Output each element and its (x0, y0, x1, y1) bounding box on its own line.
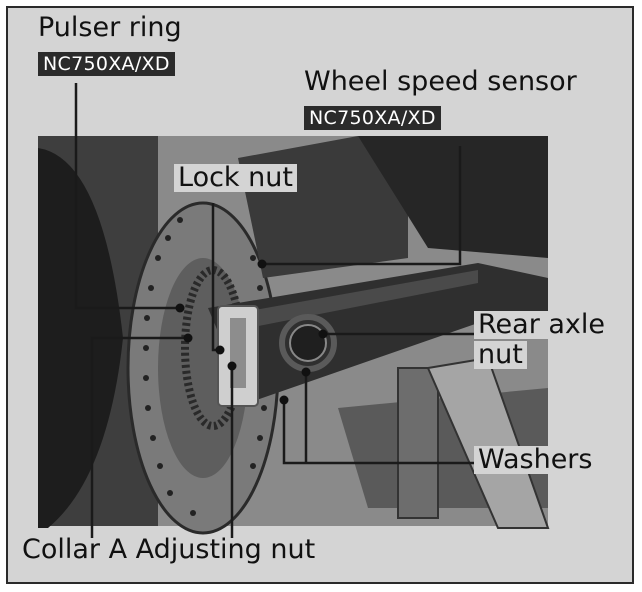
diagram-frame: Pulser ring NC750XA/XD Wheel speed senso… (6, 6, 634, 584)
rear-axle-nut-label-line1: Rear axle (474, 310, 610, 340)
collar-adjusting-nut-label: Collar A Adjusting nut (22, 534, 316, 565)
leader-washers (282, 400, 478, 465)
tire (38, 148, 123, 528)
leader-wheel-speed-sensor (262, 146, 462, 266)
disc-holes (143, 217, 267, 516)
washers-label: Washers (474, 445, 597, 475)
leader-dots (175, 259, 328, 405)
leader-collar-a (90, 336, 188, 538)
axle-nut (289, 324, 327, 362)
pulser-ring-model-tag: NC750XA/XD (38, 52, 175, 76)
rear-wheel-illustration (38, 83, 550, 538)
wheel-speed-sensor-model-tag: NC750XA/XD (304, 106, 441, 130)
pulser-ring-label: Pulser ring (38, 12, 182, 43)
leader-pulser-ring (74, 83, 180, 310)
wheel-speed-sensor-label: Wheel speed sensor (304, 66, 577, 97)
lock-nut-label: Lock nut (174, 163, 297, 193)
rear-axle-nut-label-line2: nut (474, 340, 527, 370)
chain-guide (426, 356, 550, 529)
shock-spring (397, 367, 439, 519)
frame-right (358, 136, 548, 258)
swingarm-highlight (238, 270, 478, 328)
adjuster-slot (230, 318, 246, 388)
